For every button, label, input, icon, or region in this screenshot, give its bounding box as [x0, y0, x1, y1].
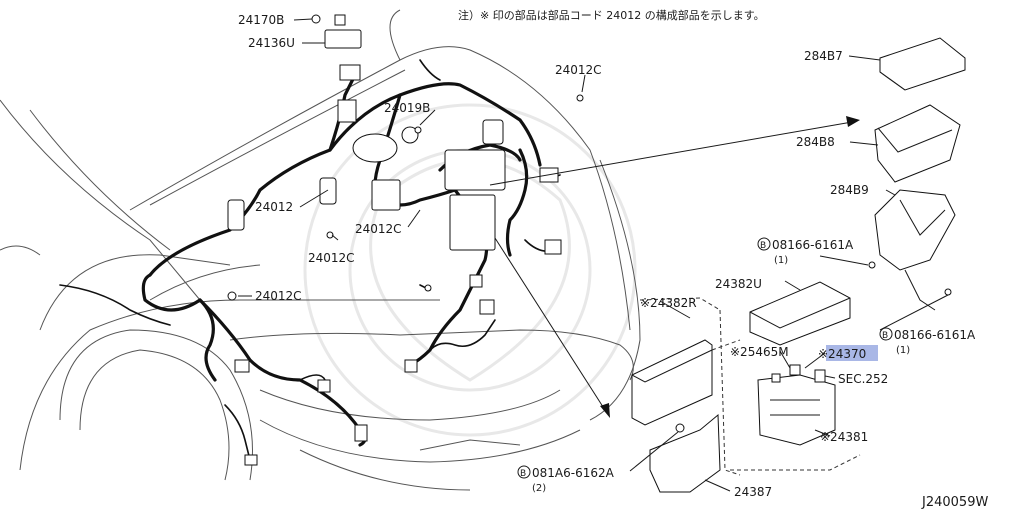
label-24382R: ※24382R [640, 296, 697, 310]
callout-arrows [489, 116, 860, 418]
highlight-24370 [826, 345, 878, 361]
label-24170B: 24170B [238, 13, 284, 27]
label-24012C-mid: 24012C [355, 222, 402, 236]
bolt-symbol-2 [879, 327, 893, 341]
label-24012C-left: 24012C [308, 251, 355, 265]
label-24012C-lower: 24012C [255, 289, 302, 303]
label-24382U: 24382U [715, 277, 762, 291]
label-24136U: 24136U [248, 36, 295, 50]
label-081A6-6162A-qty: (2) [532, 483, 546, 494]
bolt-symbol-3 [517, 465, 531, 479]
label-284B7: 284B7 [804, 49, 843, 63]
leader-lines [238, 18, 949, 492]
label-24019B: 24019B [384, 101, 430, 115]
bolt-symbol-letter-1: B [760, 241, 766, 251]
label-08166-6161A-1-qty: (1) [774, 255, 788, 266]
label-sec-252: SEC.252 [838, 372, 888, 386]
label-25465M: ※25465M [730, 345, 789, 359]
fuse-box-assembly [631, 37, 966, 493]
label-284B9: 284B9 [830, 183, 869, 197]
parts-code-note: 注）※ 印の部品は部品コード 24012 の構成部品を示します。 [458, 8, 765, 22]
label-08166-6161A-2-qty: (1) [896, 345, 910, 356]
label-24387: 24387 [734, 485, 772, 499]
diagram-id: J240059W [921, 495, 988, 510]
label-24370: ※24370 [818, 347, 866, 361]
assembly-group-boundary [639, 297, 861, 476]
label-24381: ※24381 [820, 430, 868, 444]
harness-components [227, 14, 584, 466]
label-284B8: 284B8 [796, 135, 835, 149]
label-24012: 24012 [255, 200, 293, 214]
bolt-symbol-letter-2: B [882, 331, 888, 341]
part-labels: 24170B 24136U 24019B 24012C 24012 24012C… [238, 13, 976, 499]
label-08166-6161A-2: 08166-6161A [894, 328, 976, 342]
label-24012C-top: 24012C [555, 63, 602, 77]
label-081A6-6162A: 081A6-6162A [532, 466, 615, 480]
bolt-symbol-1 [757, 237, 771, 251]
label-08166-6161A-1: 08166-6161A [772, 238, 854, 252]
bolt-symbol-letter-3: B [520, 469, 526, 479]
